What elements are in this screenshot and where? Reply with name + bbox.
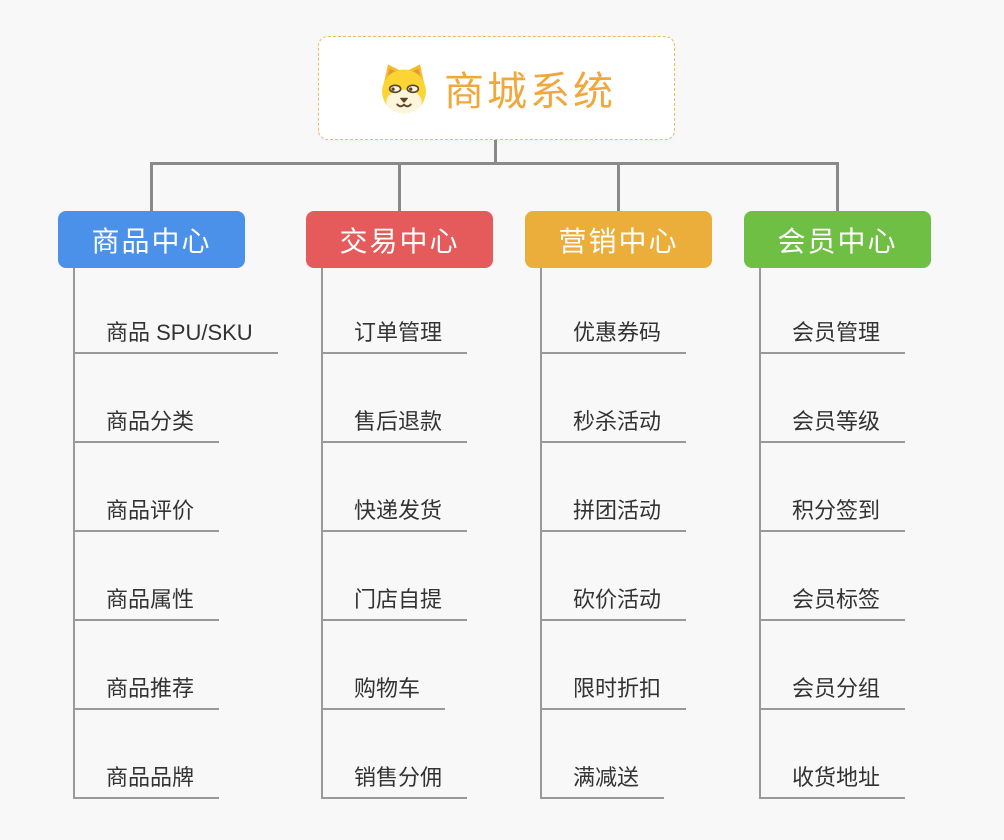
leaf-node: 门店自提 xyxy=(323,532,468,621)
leaf-node: 商品属性 xyxy=(75,532,278,621)
leaf-node-label[interactable]: 秒杀活动 xyxy=(542,408,687,443)
leaf-node: 售后退款 xyxy=(323,354,468,443)
leaf-node-label[interactable]: 会员标签 xyxy=(761,586,906,621)
leaf-node: 商品分类 xyxy=(75,354,278,443)
branch-node-label: 交易中心 xyxy=(339,225,460,257)
leaf-node: 会员管理 xyxy=(761,268,906,354)
leaf-node-label[interactable]: 售后退款 xyxy=(323,408,468,443)
leaf-node-label[interactable]: 商品推荐 xyxy=(75,675,220,710)
connector-horizontal-bar xyxy=(150,162,839,165)
leaf-node: 商品品牌 xyxy=(75,710,278,799)
branch-children-marketing-center: 优惠券码 秒杀活动 拼团活动 砍价活动 限时折扣 满减送 xyxy=(540,268,687,799)
leaf-node-label[interactable]: 销售分佣 xyxy=(323,764,468,799)
leaf-node: 收货地址 xyxy=(761,710,906,799)
branch-children-product-center: 商品 SPU/SKU 商品分类 商品评价 商品属性 商品推荐 商品品牌 xyxy=(73,268,278,799)
leaf-node: 限时折扣 xyxy=(542,621,687,710)
branch-product-center: 商品中心 商品 SPU/SKU 商品分类 商品评价 商品属性 商品推荐 商品品牌 xyxy=(58,211,278,799)
leaf-node-label[interactable]: 满减送 xyxy=(542,764,665,799)
leaf-node-label[interactable]: 门店自提 xyxy=(323,586,468,621)
leaf-node-label[interactable]: 拼团活动 xyxy=(542,497,687,532)
leaf-node-label[interactable]: 会员等级 xyxy=(761,408,906,443)
leaf-node: 优惠券码 xyxy=(542,268,687,354)
leaf-node: 满减送 xyxy=(542,710,686,799)
leaf-node: 商品 SPU/SKU xyxy=(75,268,278,354)
branch-node-product-center[interactable]: 商品中心 xyxy=(58,211,245,268)
leaf-node-label[interactable]: 收货地址 xyxy=(761,764,906,799)
leaf-node-label[interactable]: 快递发货 xyxy=(323,497,468,532)
leaf-node: 购物车 xyxy=(323,621,467,710)
leaf-node: 会员分组 xyxy=(761,621,906,710)
root-node[interactable]: 商城系统 xyxy=(318,36,675,140)
leaf-node-label[interactable]: 商品品牌 xyxy=(75,764,220,799)
branch-node-label: 商品中心 xyxy=(91,225,212,257)
leaf-node: 快递发货 xyxy=(323,443,468,532)
branch-member-center: 会员中心 会员管理 会员等级 积分签到 会员标签 会员分组 收货地址 xyxy=(744,211,931,799)
connector-root-drop xyxy=(494,140,497,163)
leaf-node: 商品推荐 xyxy=(75,621,278,710)
leaf-node-label[interactable]: 会员管理 xyxy=(761,319,906,354)
dog-face-icon xyxy=(382,64,426,114)
root-node-label: 商城系统 xyxy=(444,70,616,114)
leaf-node-label[interactable]: 购物车 xyxy=(323,675,446,710)
branch-node-marketing-center[interactable]: 营销中心 xyxy=(525,211,712,268)
branch-node-trade-center[interactable]: 交易中心 xyxy=(306,211,493,268)
leaf-node-label[interactable]: 优惠券码 xyxy=(542,319,687,354)
leaf-node-label[interactable]: 会员分组 xyxy=(761,675,906,710)
leaf-node: 积分签到 xyxy=(761,443,906,532)
leaf-node-label[interactable]: 商品评价 xyxy=(75,497,220,532)
branch-node-label: 会员中心 xyxy=(777,225,898,257)
leaf-node-label[interactable]: 商品 SPU/SKU xyxy=(75,319,278,354)
leaf-node: 会员标签 xyxy=(761,532,906,621)
leaf-node: 销售分佣 xyxy=(323,710,468,799)
leaf-node-label[interactable]: 限时折扣 xyxy=(542,675,687,710)
leaf-node-label[interactable]: 商品分类 xyxy=(75,408,220,443)
leaf-node-label[interactable]: 砍价活动 xyxy=(542,586,687,621)
leaf-node: 商品评价 xyxy=(75,443,278,532)
leaf-node: 秒杀活动 xyxy=(542,354,687,443)
leaf-node: 会员等级 xyxy=(761,354,906,443)
leaf-node: 拼团活动 xyxy=(542,443,687,532)
leaf-node-label[interactable]: 订单管理 xyxy=(323,319,468,354)
leaf-node: 订单管理 xyxy=(323,268,468,354)
branch-children-trade-center: 订单管理 售后退款 快递发货 门店自提 购物车 销售分佣 xyxy=(321,268,468,799)
branch-node-label: 营销中心 xyxy=(558,225,679,257)
leaf-node-label[interactable]: 积分签到 xyxy=(761,497,906,532)
branch-marketing-center: 营销中心 优惠券码 秒杀活动 拼团活动 砍价活动 限时折扣 满减送 xyxy=(525,211,712,799)
branch-children-member-center: 会员管理 会员等级 积分签到 会员标签 会员分组 收货地址 xyxy=(759,268,906,799)
connector-drop-member-center xyxy=(836,163,839,211)
connector-drop-marketing-center xyxy=(617,163,620,211)
branch-node-member-center[interactable]: 会员中心 xyxy=(744,211,931,268)
connector-drop-product-center xyxy=(150,163,153,211)
leaf-node-label[interactable]: 商品属性 xyxy=(75,586,220,621)
branch-trade-center: 交易中心 订单管理 售后退款 快递发货 门店自提 购物车 销售分佣 xyxy=(306,211,493,799)
connector-drop-trade-center xyxy=(398,163,401,211)
leaf-node: 砍价活动 xyxy=(542,532,687,621)
